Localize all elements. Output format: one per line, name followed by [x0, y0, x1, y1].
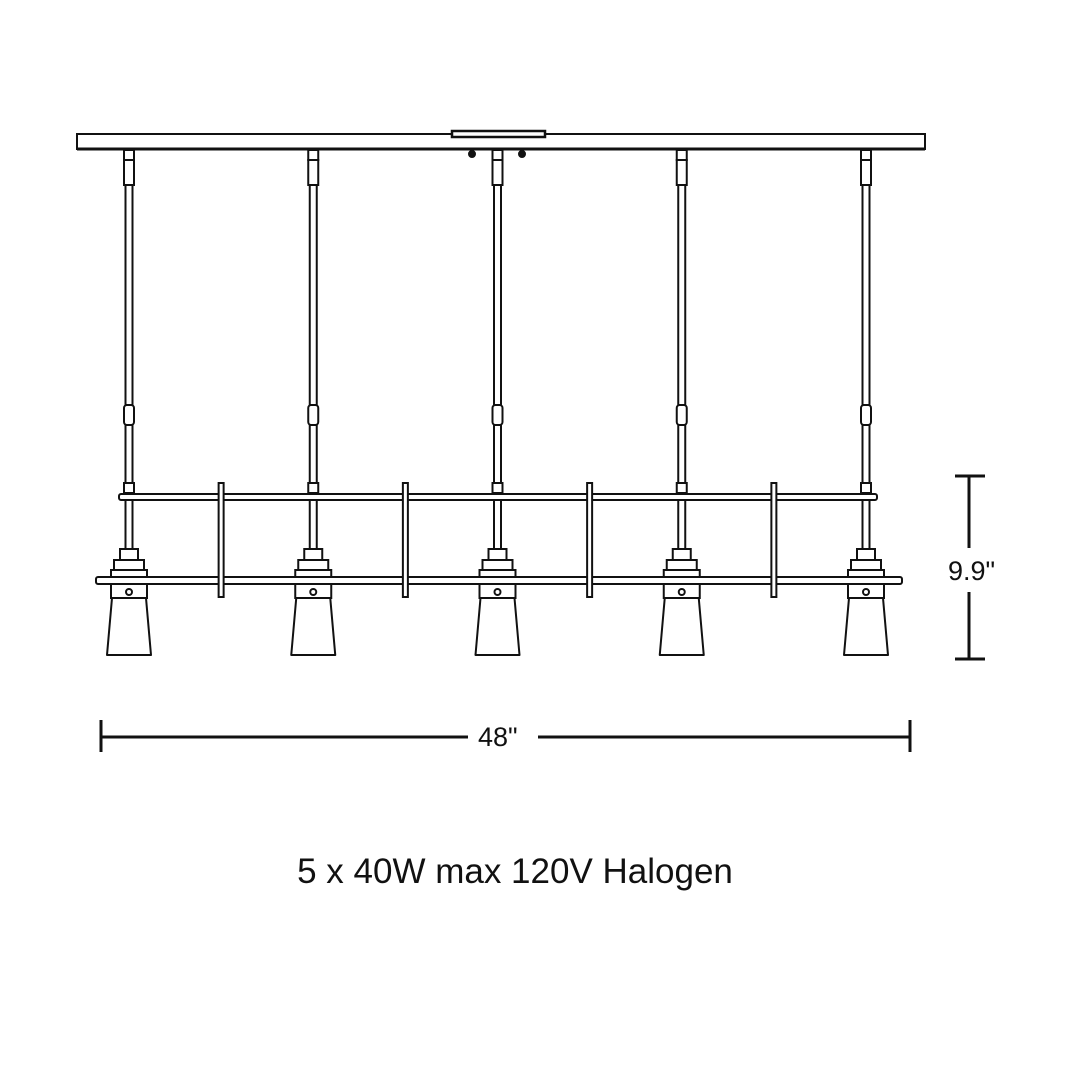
- collar-screw: [862, 588, 870, 596]
- stem-coupler: [491, 482, 504, 494]
- stem-coupler: [860, 482, 872, 494]
- stem-coupler: [307, 404, 320, 426]
- width-dimension-label: 48": [478, 722, 518, 752]
- socket-cup: [487, 548, 508, 561]
- upper-rail: [118, 493, 878, 501]
- glass-shade: [843, 597, 889, 656]
- stem-rod: [493, 184, 502, 406]
- spec-caption: 5 x 40W max 120V Halogen: [297, 852, 733, 891]
- socket-cup: [303, 548, 324, 561]
- glass-shade: [106, 597, 152, 656]
- mount-screw: [518, 150, 526, 158]
- stem-rod: [308, 499, 318, 551]
- stem-rod: [677, 499, 687, 551]
- stem-clamp: [675, 149, 688, 161]
- connector-plate: [450, 129, 547, 139]
- stem-rod: [493, 424, 502, 486]
- pendant: [474, 149, 521, 656]
- frame-upright: [586, 482, 594, 598]
- collar-screw: [677, 588, 686, 596]
- stem-rod: [124, 424, 134, 486]
- stem-clamp: [123, 159, 135, 186]
- stem-coupler: [307, 482, 320, 494]
- frame-upright: [770, 482, 778, 598]
- stem-clamp: [491, 159, 504, 186]
- height-dimension-label: 9.9": [948, 556, 996, 586]
- socket-cup: [297, 559, 330, 571]
- socket-cup: [671, 548, 692, 561]
- stem-coupler: [123, 482, 135, 494]
- stem-coupler: [123, 404, 135, 426]
- collar-screw: [125, 588, 133, 596]
- frame-upright: [217, 482, 225, 598]
- socket-cup: [481, 559, 514, 571]
- stem-rod: [124, 499, 134, 551]
- stem-rod: [861, 184, 871, 406]
- stem-rod: [861, 424, 871, 486]
- stem-coupler: [675, 404, 688, 426]
- stem-coupler: [491, 404, 504, 426]
- stem-rod: [861, 499, 871, 551]
- stem-rod: [677, 184, 687, 406]
- stem-clamp: [123, 149, 135, 161]
- socket-cup: [119, 548, 139, 561]
- stem-coupler: [675, 482, 688, 494]
- stem-clamp: [491, 149, 504, 161]
- pendant: [658, 149, 705, 656]
- stem-rod: [677, 424, 687, 486]
- collar-screw: [493, 588, 502, 596]
- pendant: [290, 149, 337, 656]
- stem-rod: [493, 499, 502, 551]
- height-dimension-line: [955, 474, 985, 661]
- glass-shade: [290, 597, 337, 656]
- stem-rod: [124, 184, 134, 406]
- width-dimension-line: [99, 720, 912, 752]
- stem-clamp: [307, 159, 320, 186]
- socket-cup: [665, 559, 698, 571]
- collar-screw: [309, 588, 318, 596]
- pendant: [106, 149, 152, 656]
- stem-rod: [308, 184, 318, 406]
- stem-coupler: [860, 404, 872, 426]
- stem-clamp: [307, 149, 320, 161]
- socket-cup: [113, 559, 145, 571]
- glass-shade: [658, 597, 705, 656]
- socket-cup: [850, 559, 882, 571]
- stem-rod: [308, 424, 318, 486]
- socket-cup: [856, 548, 876, 561]
- mount-screw: [468, 150, 476, 158]
- glass-shade: [474, 597, 521, 656]
- stem-clamp: [675, 159, 688, 186]
- frame-upright: [401, 482, 409, 598]
- lower-rail: [95, 576, 903, 585]
- stem-clamp: [860, 149, 872, 161]
- stem-clamp: [860, 159, 872, 186]
